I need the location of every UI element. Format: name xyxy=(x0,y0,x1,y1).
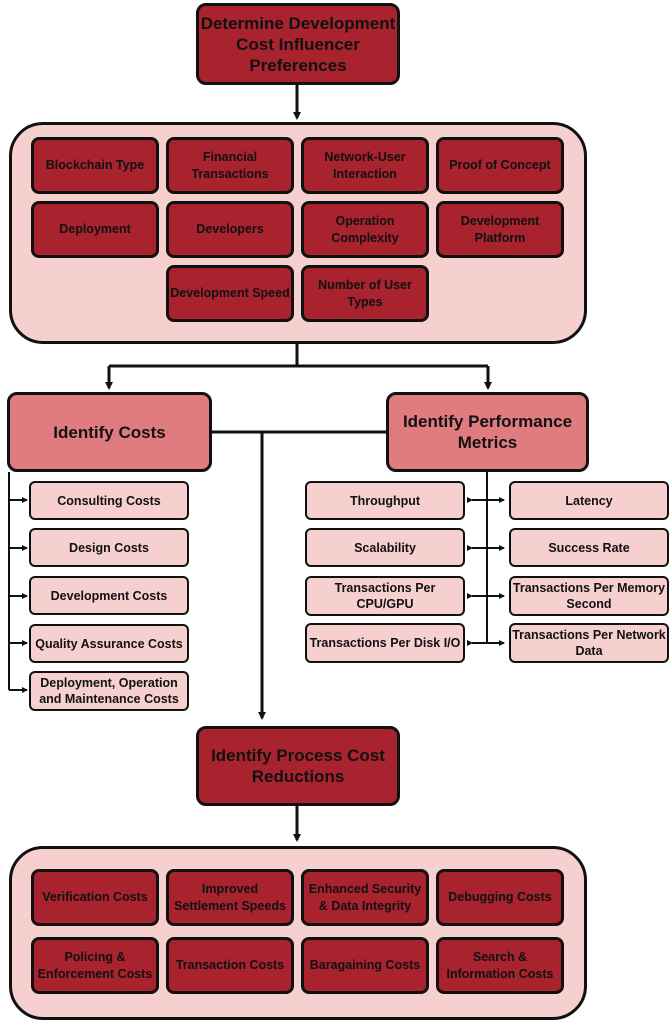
reduction-debugging-costs: Debugging Costs xyxy=(436,869,564,926)
metric-latency: Latency xyxy=(509,481,669,520)
metric-transactions-per-memory-second: Transactions Per Memory Second xyxy=(509,576,669,616)
cost-item-label: Development Costs xyxy=(50,588,168,603)
identify-costs-title: Identify Costs xyxy=(53,422,166,442)
metric-transactions-per-cpu-gpu: Transactions Per CPU/GPU xyxy=(305,576,465,616)
identify-metrics-title: Identify Performance Metrics xyxy=(402,412,573,452)
reduction-verification-costs: Verification Costs xyxy=(31,869,159,926)
cost-item-label: Consulting Costs xyxy=(57,493,161,508)
cost-item-quality-assurance: Quality Assurance Costs xyxy=(29,624,189,663)
influencer-developers: Developers xyxy=(166,201,294,258)
influencer-proof-of-concept: Proof of Concept xyxy=(436,137,564,194)
influencer-number-of-user-types: Number of User Types xyxy=(301,265,429,322)
metric-label: Scalability xyxy=(354,540,416,555)
influencer-label: Proof of Concept xyxy=(449,158,551,172)
metric-label: Success Rate xyxy=(548,540,630,555)
metric-label: Transactions Per Memory Second xyxy=(512,581,666,611)
reduction-search-information: Search & Information Costs xyxy=(436,937,564,994)
influencer-label: Financial Transactions xyxy=(191,149,269,181)
influencer-development-speed: Development Speed xyxy=(166,265,294,322)
influencer-label: Development Platform xyxy=(460,213,540,245)
cost-item-development: Development Costs xyxy=(29,576,189,615)
reduction-label: Improved Settlement Speeds xyxy=(174,881,286,913)
identify-reductions-title: Identify Process Cost Reductions xyxy=(211,746,385,786)
cost-item-label: Design Costs xyxy=(69,540,149,555)
determine-influencer-title: Determine Development Cost Influencer Pr… xyxy=(200,13,396,75)
metric-label: Latency xyxy=(565,493,613,508)
influencer-label: Network-User Interaction xyxy=(324,149,406,181)
metric-success-rate: Success Rate xyxy=(509,528,669,567)
cost-item-label: Deployment, Operation and Maintenance Co… xyxy=(39,676,179,706)
influencer-label: Operation Complexity xyxy=(331,213,399,245)
metric-label: Transactions Per Disk I/O xyxy=(309,636,461,650)
metric-scalability: Scalability xyxy=(305,528,465,567)
influencer-blockchain-type: Blockchain Type xyxy=(31,137,159,194)
identify-reductions-box: Identify Process Cost Reductions xyxy=(196,726,400,806)
metric-transactions-per-network-data: Transactions Per Network Data xyxy=(509,623,669,663)
influencer-development-platform: Development Platform xyxy=(436,201,564,258)
influencer-label: Blockchain Type xyxy=(45,158,145,172)
reduction-label: Enhanced Security & Data Integrity xyxy=(308,881,422,913)
influencer-deployment: Deployment xyxy=(31,201,159,258)
reduction-enhanced-security: Enhanced Security & Data Integrity xyxy=(301,869,429,926)
metric-throughput: Throughput xyxy=(305,481,465,520)
reduction-label: Verification Costs xyxy=(42,890,148,904)
cost-item-deployment-operation-maintenance: Deployment, Operation and Maintenance Co… xyxy=(29,671,189,711)
influencer-label: Deployment xyxy=(59,222,131,236)
reduction-label: Policing & Enforcement Costs xyxy=(37,949,153,981)
influencer-label: Number of User Types xyxy=(318,277,412,309)
influencer-operation-complexity: Operation Complexity xyxy=(301,201,429,258)
reduction-policing-enforcement: Policing & Enforcement Costs xyxy=(31,937,159,994)
influencer-label: Developers xyxy=(196,222,264,236)
reduction-bargaining-costs: Baragaining Costs xyxy=(301,937,429,994)
reduction-label: Debugging Costs xyxy=(448,890,552,904)
identify-metrics-box: Identify Performance Metrics xyxy=(386,392,589,472)
influencer-network-user-interaction: Network-User Interaction xyxy=(301,137,429,194)
determine-influencer-box: Determine Development Cost Influencer Pr… xyxy=(196,3,400,85)
reduction-improved-settlement-speeds: Improved Settlement Speeds xyxy=(166,869,294,926)
cost-item-design: Design Costs xyxy=(29,528,189,567)
reduction-transaction-costs: Transaction Costs xyxy=(166,937,294,994)
reduction-label: Transaction Costs xyxy=(175,958,285,972)
cost-item-label: Quality Assurance Costs xyxy=(35,636,183,651)
reduction-label: Baragaining Costs xyxy=(309,958,421,972)
identify-costs-box: Identify Costs xyxy=(7,392,212,472)
influencer-label: Development Speed xyxy=(170,286,290,300)
cost-item-consulting: Consulting Costs xyxy=(29,481,189,520)
influencer-financial-transactions: Financial Transactions xyxy=(166,137,294,194)
reduction-label: Search & Information Costs xyxy=(446,949,554,981)
metric-label: Throughput xyxy=(349,493,421,508)
metric-transactions-per-disk-io: Transactions Per Disk I/O xyxy=(305,623,465,663)
metric-label: Transactions Per Network Data xyxy=(512,628,666,658)
metric-label: Transactions Per CPU/GPU xyxy=(334,581,436,611)
